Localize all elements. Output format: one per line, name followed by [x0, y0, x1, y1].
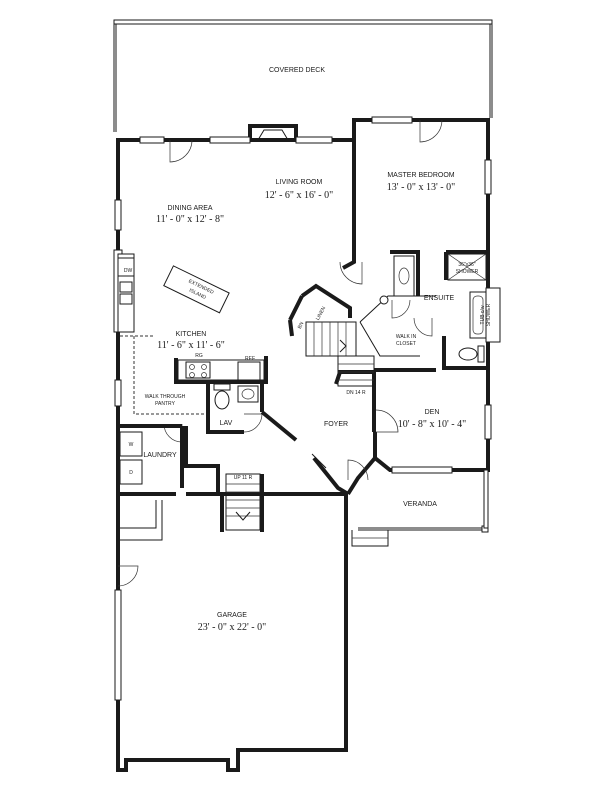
range-label: RG — [195, 353, 203, 359]
interior-walls — [118, 250, 488, 532]
window — [295, 136, 333, 144]
doors — [117, 119, 443, 587]
den-dims: 10' - 8" x 10' - 4" — [398, 419, 466, 430]
walk-in-closet-label-1: WALK IN — [396, 334, 417, 340]
bn-label: BN — [297, 321, 306, 330]
covered-deck: COVERED DECK — [113, 19, 493, 132]
window — [484, 404, 492, 440]
laundry-fixtures — [119, 431, 143, 485]
veranda — [311, 453, 489, 547]
up-stairs-label: UP 11 R — [234, 475, 253, 481]
window — [114, 379, 122, 407]
kitchen-fixtures — [117, 253, 268, 415]
foyer-label: FOYER — [324, 421, 348, 428]
tub-label-1: TUB c/w — [480, 305, 486, 324]
window — [114, 199, 122, 231]
fixture-labels: EXTENDED ISLAND DW RG REF LINEN BN DN 14… — [124, 262, 492, 481]
dryer-label: D — [129, 470, 133, 476]
master-bedroom-dims: 13' - 0" x 13' - 0" — [387, 182, 455, 193]
walk-in-closet-label-2: CLOSET — [396, 341, 416, 347]
covered-deck-label: COVERED DECK — [269, 67, 325, 74]
linen-label: LINEN — [315, 305, 327, 321]
garage-stairs — [120, 473, 261, 541]
kitchen-dims: 11' - 6" x 11' - 6" — [157, 340, 225, 351]
tub-label-2: SHOWER — [486, 303, 492, 326]
ensuite-fixtures — [379, 253, 501, 363]
master-bedroom-label: MASTER BEDROOM — [387, 172, 454, 179]
dn-stairs-label: DN 14 R — [346, 390, 366, 396]
laundry-label: LAUNDRY — [143, 452, 177, 459]
shower-label-2: SHOWER — [456, 269, 479, 275]
shower-label-1: 36"x36" — [458, 262, 475, 268]
dishwasher-label: DW — [124, 268, 133, 274]
window — [371, 116, 413, 124]
fireplace — [248, 124, 298, 141]
washer-label: W — [129, 442, 134, 448]
garage-label: GARAGE — [217, 612, 247, 619]
living-room-label: LIVING ROOM — [276, 179, 323, 186]
kitchen-label: KITCHEN — [176, 331, 207, 338]
dining-area-label: DINING AREA — [167, 205, 212, 212]
ensuite-label: ENSUITE — [424, 295, 455, 302]
window — [114, 589, 122, 701]
living-room-dims: 12' - 6" x 16' - 0" — [265, 190, 333, 201]
pantry-label-2: PANTRY — [155, 401, 175, 407]
den-label: DEN — [425, 409, 440, 416]
main-stairs — [305, 321, 375, 387]
window — [209, 136, 251, 144]
garage-dims: 23' - 0" x 22' - 0" — [198, 622, 266, 633]
kitchen-island — [163, 265, 230, 314]
fridge-label: REF — [245, 356, 255, 362]
lav-label: LAV — [220, 420, 233, 427]
veranda-label: VERANDA — [403, 501, 437, 508]
dining-area-dims: 11' - 0" x 12' - 8" — [156, 214, 224, 225]
window — [391, 466, 453, 474]
pantry-label-1: WALK THROUGH — [145, 394, 186, 400]
window — [139, 136, 165, 144]
lav-fixtures — [213, 383, 259, 410]
room-labels: MASTER BEDROOM 13' - 0" x 13' - 0" LIVIN… — [143, 172, 466, 633]
windows — [114, 116, 492, 701]
window — [484, 159, 492, 195]
